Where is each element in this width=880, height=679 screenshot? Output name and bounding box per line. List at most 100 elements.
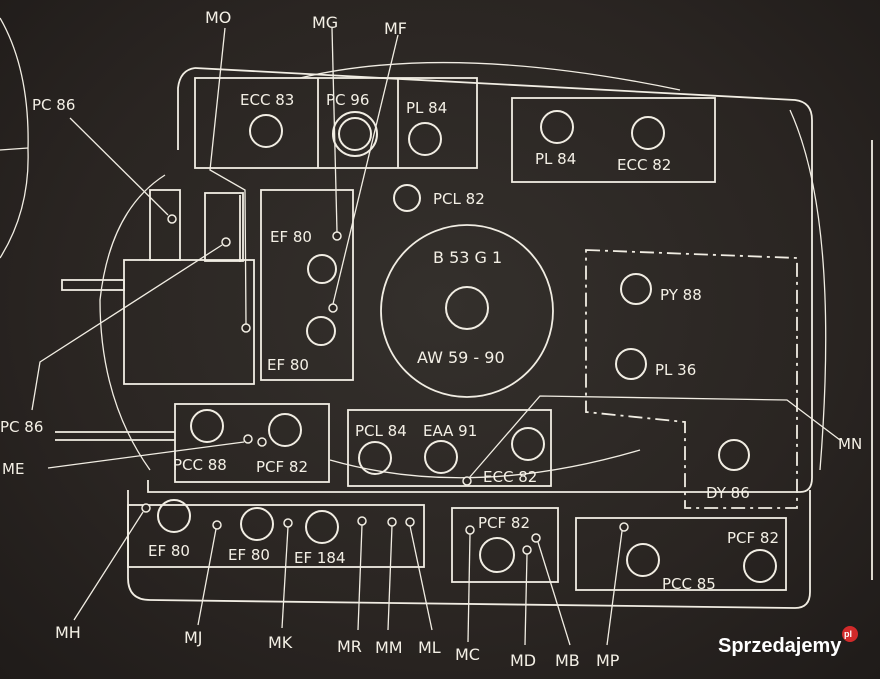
speaker-edge-line [0,147,29,151]
socket-dy86 [718,439,750,471]
testpoint-mj [212,520,222,530]
label-ecc82-top: ECC 82 [617,156,671,174]
label-eaa91: EAA 91 [423,422,477,440]
testpoint-mc [465,525,475,535]
testpoint-mg [332,231,342,241]
label-mg: MG [312,13,338,32]
bracket-a [149,189,181,261]
label-pc86-top: PC 86 [32,96,75,114]
label-mh: MH [55,623,81,642]
crt-outline-right [789,109,827,471]
label-ef80-c: EF 80 [148,542,190,560]
crt-outline-bottom [329,449,641,479]
deflection-area [585,249,798,509]
label-mn: MN [838,435,862,453]
label-pcc88: PCC 88 [173,456,227,474]
crt-neck [380,224,554,398]
socket-ecc82-mid [511,427,545,461]
leader-mn [468,395,841,479]
socket-pcl84 [358,441,392,475]
leader-mk [281,526,289,629]
crt-socket [445,286,489,330]
box-top-right [511,97,716,183]
bottom-chassis [127,490,811,609]
label-pl36: PL 36 [655,361,696,379]
socket-pc96-inner [338,117,372,151]
socket-pl84-top [408,122,442,156]
testpoint-mb [531,533,541,543]
crt-outline-top [299,61,681,91]
chassis-outline [147,67,813,493]
socket-ef184 [305,510,339,544]
box-pcc88 [174,403,330,483]
leader-pc86-left [31,244,223,411]
socket-pl84-right [540,110,574,144]
leader-mj [197,528,217,626]
leader-mb [537,541,571,646]
box-pcc85 [575,517,787,591]
label-ml: ML [418,638,441,657]
label-mc: MC [455,645,480,664]
box-ef80 [260,189,354,381]
socket-pcc85 [626,543,660,577]
label-pcc85: PCC 85 [662,575,716,593]
testpoint-mn [462,476,472,486]
label-crt-type: B 53 G 1 [433,248,502,267]
label-ecc83: ECC 83 [240,91,294,109]
testpoint-ml [405,517,415,527]
label-pcf82-right: PCF 82 [727,529,779,547]
crt-outline-left [99,174,166,471]
testpoint-mm [387,517,397,527]
speaker-edge [0,17,29,259]
label-mp: MP [596,651,620,670]
watermark-badge-icon [842,626,858,642]
socket-py88 [620,273,652,305]
socket-pcl82 [393,184,421,212]
watermark-text: Sprzedajemy [718,635,842,657]
label-mo: MO [205,8,231,27]
label-py88: PY 88 [660,286,702,304]
leader-me [47,441,245,469]
label-md: MD [510,651,536,670]
socket-ef80-b [306,316,336,346]
testpoint-pc86 [167,214,177,224]
socket-pl36 [615,348,647,380]
label-pcl82: PCL 82 [433,190,485,208]
label-mm: MM [375,638,403,657]
label-pc96: PC 96 [326,91,369,109]
socket-pcf82-mc [479,537,515,573]
socket-ef80-a [307,254,337,284]
label-ef184: EF 184 [294,549,346,567]
testpoint-mk [283,518,293,528]
testpoint-me-b [257,437,267,447]
leader-mp [606,530,623,646]
label-mf: MF [384,19,407,38]
leader-md [524,553,528,646]
label-pcf82-left: PCF 82 [256,458,308,476]
testpoint-md [522,545,532,555]
label-ef80-b: EF 80 [267,356,309,374]
label-mk: MK [268,633,293,652]
leader-mg [331,27,338,233]
label-dy86: DY 86 [706,484,750,502]
bracket-b [204,192,244,262]
socket-pc96 [332,111,378,157]
leader-pc86-top [69,117,169,216]
leader-ml [409,525,433,631]
testpoint-mf [328,303,338,313]
socket-pcf82-left [268,413,302,447]
leader-mc [467,533,471,643]
box-pcl84 [347,409,552,487]
transformer-tab [61,279,125,291]
testpoint-mh [141,503,151,513]
label-mj: MJ [184,628,203,647]
watermark-badge-text: pl [844,629,852,639]
label-pc86-left: PC 86 [0,418,43,436]
socket-ecc83 [249,114,283,148]
label-pl84-right: PL 84 [535,150,576,168]
watermark: Sprzedajemy pl [718,626,858,657]
socket-ef80-c [157,499,191,533]
label-ef80-a: EF 80 [270,228,312,246]
